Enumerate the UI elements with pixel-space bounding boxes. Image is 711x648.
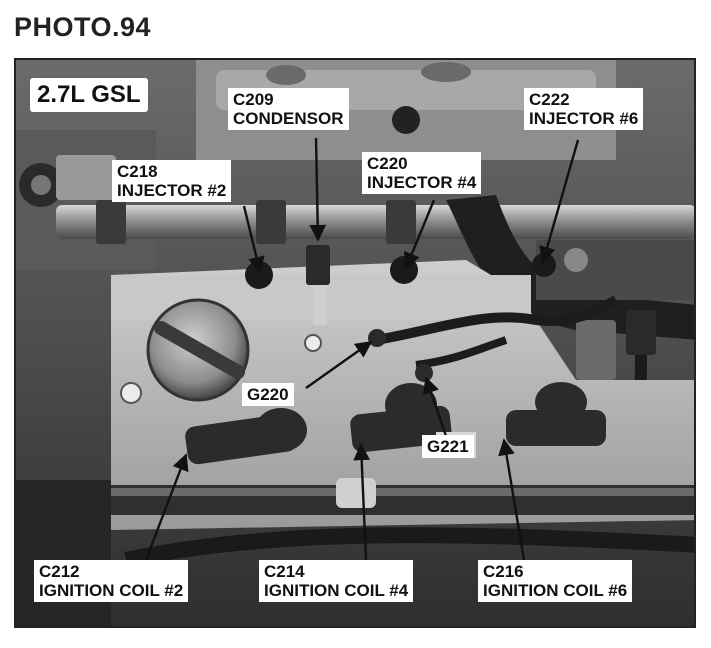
g221-label: G221 bbox=[422, 435, 474, 458]
c212-name: IGNITION COIL #2 bbox=[39, 581, 184, 600]
c222-id: C222 bbox=[529, 90, 570, 109]
g220-label: G220 bbox=[242, 383, 294, 406]
c216-name: IGNITION COIL #6 bbox=[483, 581, 628, 600]
c220-injector-4-label: C220 INJECTOR #4 bbox=[362, 152, 482, 194]
c218-injector-2-label: C218 INJECTOR #2 bbox=[112, 160, 232, 202]
c212-ignition-coil-2-label: C212 IGNITION COIL #2 bbox=[34, 560, 189, 602]
c209-name: CONDENSOR bbox=[233, 109, 344, 128]
c209-id: C209 bbox=[233, 90, 274, 109]
c209-condensor-label: C209 CONDENSOR bbox=[228, 88, 349, 130]
engine-label: 2.7L GSL bbox=[30, 78, 148, 112]
c214-ignition-coil-4-label: C214 IGNITION COIL #4 bbox=[259, 560, 414, 602]
c220-name: INJECTOR #4 bbox=[367, 173, 477, 192]
engine-photo: 2.7L GSL C209 CONDENSOR C222 INJECTOR #6… bbox=[14, 58, 696, 628]
c220-id: C220 bbox=[367, 154, 408, 173]
c218-name: INJECTOR #2 bbox=[117, 181, 227, 200]
c222-name: INJECTOR #6 bbox=[529, 109, 639, 128]
photo-title: PHOTO.94 bbox=[14, 12, 152, 42]
engine-bay-illustration bbox=[16, 60, 694, 626]
c214-name: IGNITION COIL #4 bbox=[264, 581, 409, 600]
c212-id: C212 bbox=[39, 562, 80, 581]
c216-ignition-coil-6-label: C216 IGNITION COIL #6 bbox=[478, 560, 633, 602]
c222-injector-6-label: C222 INJECTOR #6 bbox=[524, 88, 644, 130]
c218-id: C218 bbox=[117, 162, 158, 181]
c214-id: C214 bbox=[264, 562, 305, 581]
c216-id: C216 bbox=[483, 562, 524, 581]
